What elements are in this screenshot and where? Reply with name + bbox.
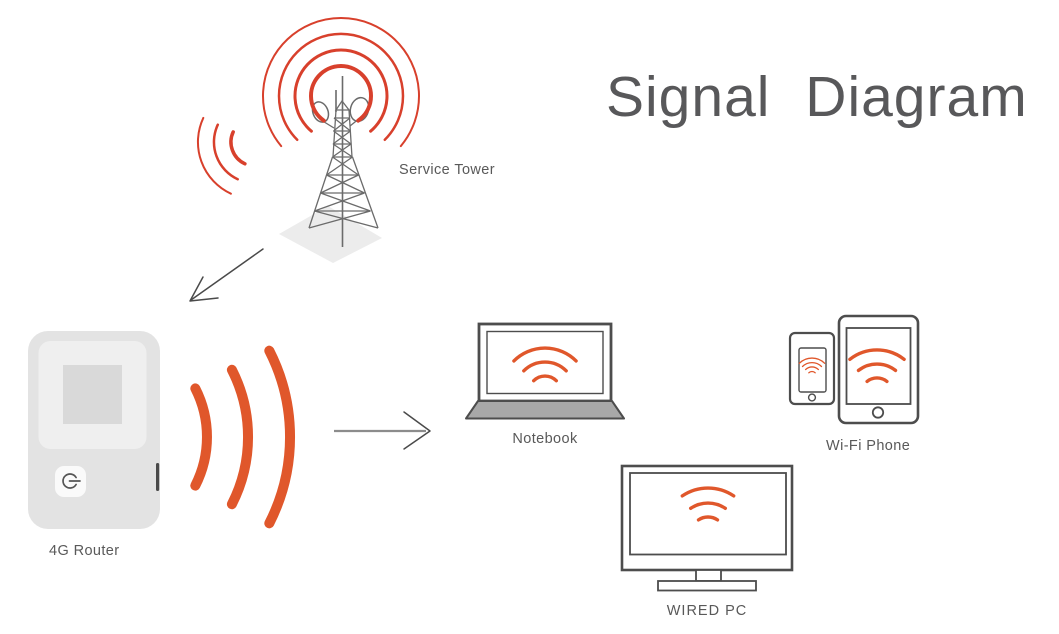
- wired-pc-label: WIRED PC: [666, 603, 748, 619]
- tablet-illustration: [837, 314, 920, 425]
- notebook-illustration: [465, 322, 625, 420]
- notebook-wifi-icon: [512, 346, 578, 383]
- monitor-wifi-icon: [680, 486, 736, 522]
- phone-wifi-icon: [798, 357, 826, 374]
- tablet-screen: [845, 327, 912, 405]
- service-tower-illustration: [262, 17, 420, 263]
- router-side-switch: [156, 463, 160, 491]
- side-signal-waves-icon: [196, 116, 247, 195]
- wifi-phone-label: Wi-Fi Phone: [826, 438, 911, 454]
- page-title: Signal Diagram: [606, 65, 1028, 129]
- tablet-home-button: [871, 406, 885, 419]
- power-icon: [62, 473, 81, 489]
- tower-signal-waves-icon: [262, 17, 420, 148]
- tower-ground-shadow: [279, 206, 382, 263]
- service-tower-label: Service Tower: [399, 162, 495, 178]
- router-signal-waves-icon: [190, 345, 296, 529]
- notebook-label: Notebook: [512, 431, 578, 447]
- monitor-stand-base: [657, 580, 757, 592]
- arrow-router-to-devices: [334, 411, 431, 450]
- tablet-wifi-icon: [848, 348, 906, 384]
- phone-screen: [798, 347, 827, 393]
- notebook-keyboard-base: [465, 400, 625, 420]
- router-illustration: [28, 331, 160, 529]
- monitor-illustration: [620, 464, 794, 592]
- router-display-window: [63, 365, 122, 424]
- phone-illustration: [788, 331, 836, 406]
- monitor-stand-neck: [695, 569, 722, 582]
- monitor-screen: [629, 472, 787, 556]
- phone-home-button: [807, 393, 817, 402]
- router-label: 4G Router: [49, 543, 120, 559]
- arrow-tower-to-router: [189, 248, 264, 302]
